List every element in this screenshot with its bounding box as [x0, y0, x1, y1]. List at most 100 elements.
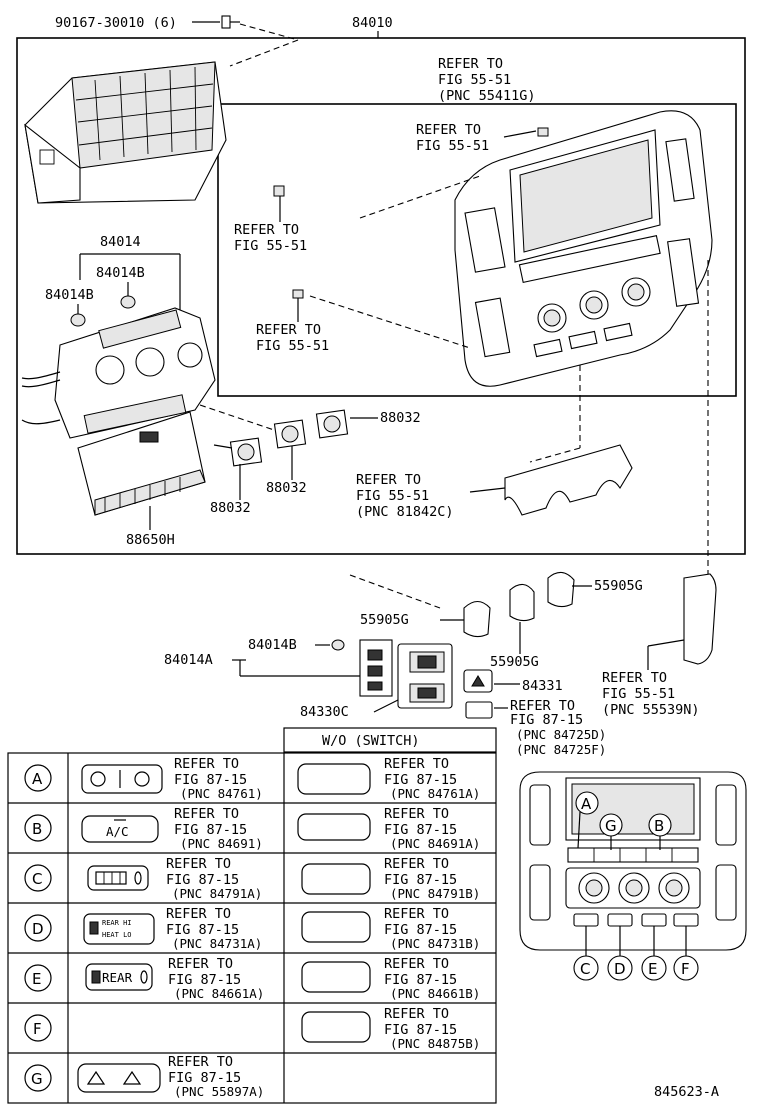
label-84014b-1: 84014B: [96, 265, 145, 281]
label-88650h: 88650H: [126, 532, 175, 548]
svg-text:G: G: [605, 817, 617, 835]
table-row: G REFER TO FIG 87-15 (PNC 55897A): [24, 1054, 264, 1099]
label-88032-2: 88032: [266, 480, 307, 496]
label-84014b-3: 84014B: [248, 637, 297, 653]
label-55905g-3: 55905G: [490, 654, 539, 670]
label-84330c: 84330C: [300, 704, 349, 720]
svg-text:(PNC 55411G): (PNC 55411G): [438, 88, 536, 104]
clip-icon: [331, 639, 345, 651]
screw-icon: [221, 15, 240, 29]
svg-text:(PNC 84725F): (PNC 84725F): [516, 742, 606, 757]
svg-text:FIG 87-15: FIG 87-15: [168, 972, 241, 988]
table-header: W/O (SWITCH): [322, 733, 420, 749]
svg-text:(PNC 84691A): (PNC 84691A): [390, 836, 480, 851]
locator-callout: E: [641, 955, 667, 981]
svg-text:(PNC 84791B): (PNC 84791B): [390, 886, 480, 901]
svg-text:C: C: [32, 870, 42, 888]
svg-text:REAR: REAR: [102, 970, 133, 985]
svg-text:REFER TO: REFER TO: [416, 122, 481, 138]
table-row: C REFER TO FIG 87-15 (PNC 84791A) REFER …: [24, 856, 480, 901]
locator-callout: C: [573, 955, 599, 981]
label-84014: 84014: [100, 234, 141, 250]
table-row: B A/C REFER TO FIG 87-15 (PNC 84691) REF…: [24, 806, 480, 851]
svg-text:(PNC 84875B): (PNC 84875B): [390, 1036, 480, 1051]
clip-icon: [70, 295, 136, 327]
refer-note-1: REFER TO FIG 55-51 (PNC 55411G): [438, 56, 536, 104]
ac-amplifier-unit: [77, 411, 206, 516]
svg-text:REFER TO: REFER TO: [174, 806, 239, 822]
svg-text:FIG 55-51: FIG 55-51: [234, 238, 307, 254]
diagram-id: 845623-A: [654, 1084, 719, 1100]
svg-text:REFER TO: REFER TO: [166, 856, 231, 872]
bezel-subframe: [217, 103, 737, 397]
svg-text:REFER TO: REFER TO: [174, 756, 239, 772]
svg-text:REFER TO: REFER TO: [384, 906, 449, 922]
label-84014b-2: 84014B: [45, 287, 94, 303]
svg-text:E: E: [32, 970, 41, 988]
svg-text:REFER TO: REFER TO: [602, 670, 667, 686]
svg-text:FIG 55-51: FIG 55-51: [416, 138, 489, 154]
svg-text:(PNC 84761): (PNC 84761): [180, 786, 263, 801]
svg-text:FIG 87-15: FIG 87-15: [384, 922, 457, 938]
svg-text:F: F: [681, 960, 690, 978]
switch-table: W/O (SWITCH): [7, 727, 497, 1104]
svg-text:A/C: A/C: [106, 824, 129, 839]
svg-text:(PNC 84791A): (PNC 84791A): [172, 886, 262, 901]
svg-text:(PNC 84725D): (PNC 84725D): [516, 727, 606, 742]
svg-text:REFER TO: REFER TO: [166, 906, 231, 922]
label-84331: 84331: [522, 678, 563, 694]
svg-text:REFER TO: REFER TO: [384, 806, 449, 822]
svg-text:FIG 55-51: FIG 55-51: [438, 72, 511, 88]
table-row: A REFER TO FIG 87-15 (PNC 84761) REFER T…: [24, 756, 480, 801]
label-55905g-2: 55905G: [360, 612, 409, 628]
svg-text:FIG 87-15: FIG 87-15: [166, 872, 239, 888]
svg-text:REFER TO: REFER TO: [168, 956, 233, 972]
clip-icon: [273, 127, 549, 299]
switch-housing: [397, 643, 453, 709]
svg-text:FIG 87-15: FIG 87-15: [168, 1070, 241, 1086]
svg-text:G: G: [31, 1070, 43, 1088]
control-unit-housing: [24, 61, 227, 204]
svg-text:FIG 87-15: FIG 87-15: [174, 822, 247, 838]
svg-text:D: D: [32, 920, 44, 938]
svg-text:(PNC 55897A): (PNC 55897A): [174, 1084, 264, 1099]
svg-text:FIG 55-51: FIG 55-51: [256, 338, 329, 354]
locator-callout: B: [648, 813, 672, 850]
locator-diagram: [519, 771, 747, 951]
table-row: E REAR REFER TO FIG 87-15 (PNC 84661A) R…: [24, 956, 480, 1001]
svg-text:FIG 55-51: FIG 55-51: [602, 686, 675, 702]
locator-callout: A: [575, 791, 599, 849]
table-row: D REAR HI HEAT LO REFER TO FIG 87-15 (PN…: [24, 906, 480, 951]
label-88032-1: 88032: [380, 410, 421, 426]
refer-note-5: REFER TO FIG 55-51 (PNC 81842C): [356, 472, 454, 520]
svg-text:FIG 87-15: FIG 87-15: [166, 922, 239, 938]
svg-text:REFER TO: REFER TO: [384, 756, 449, 772]
refer-note-3: REFER TO FIG 55-51: [234, 222, 307, 254]
locator-callout: D: [607, 955, 633, 981]
side-panel: [683, 573, 717, 665]
svg-text:FIG 87-15: FIG 87-15: [510, 712, 583, 728]
svg-text:HEAT LO: HEAT LO: [102, 931, 132, 939]
svg-text:FIG 87-15: FIG 87-15: [384, 872, 457, 888]
refer-note-2: REFER TO FIG 55-51: [416, 122, 489, 154]
svg-text:(PNC 84661A): (PNC 84661A): [174, 986, 264, 1001]
switch-button: [463, 669, 493, 693]
label-88032-3: 88032: [210, 500, 251, 516]
svg-text:D: D: [614, 960, 626, 978]
svg-text:FIG 87-15: FIG 87-15: [384, 972, 457, 988]
svg-text:REFER TO: REFER TO: [384, 956, 449, 972]
svg-text:REFER TO: REFER TO: [256, 322, 321, 338]
center-bezel: [454, 110, 713, 387]
refer-note-6: REFER TO FIG 55-51 (PNC 55539N): [602, 670, 700, 718]
svg-text:(PNC 84661B): (PNC 84661B): [390, 986, 480, 1001]
switch-bracket: [359, 639, 393, 697]
svg-text:F: F: [33, 1020, 42, 1038]
label-84014a: 84014A: [164, 652, 213, 668]
svg-text:REFER TO: REFER TO: [168, 1054, 233, 1070]
svg-text:(PNC 84731B): (PNC 84731B): [390, 936, 480, 951]
svg-text:A: A: [32, 770, 43, 788]
svg-text:REFER TO: REFER TO: [234, 222, 299, 238]
svg-text:(PNC 55539N): (PNC 55539N): [602, 702, 700, 718]
svg-text:REFER TO: REFER TO: [510, 698, 575, 714]
refer-note-4: REFER TO FIG 55-51: [256, 322, 329, 354]
